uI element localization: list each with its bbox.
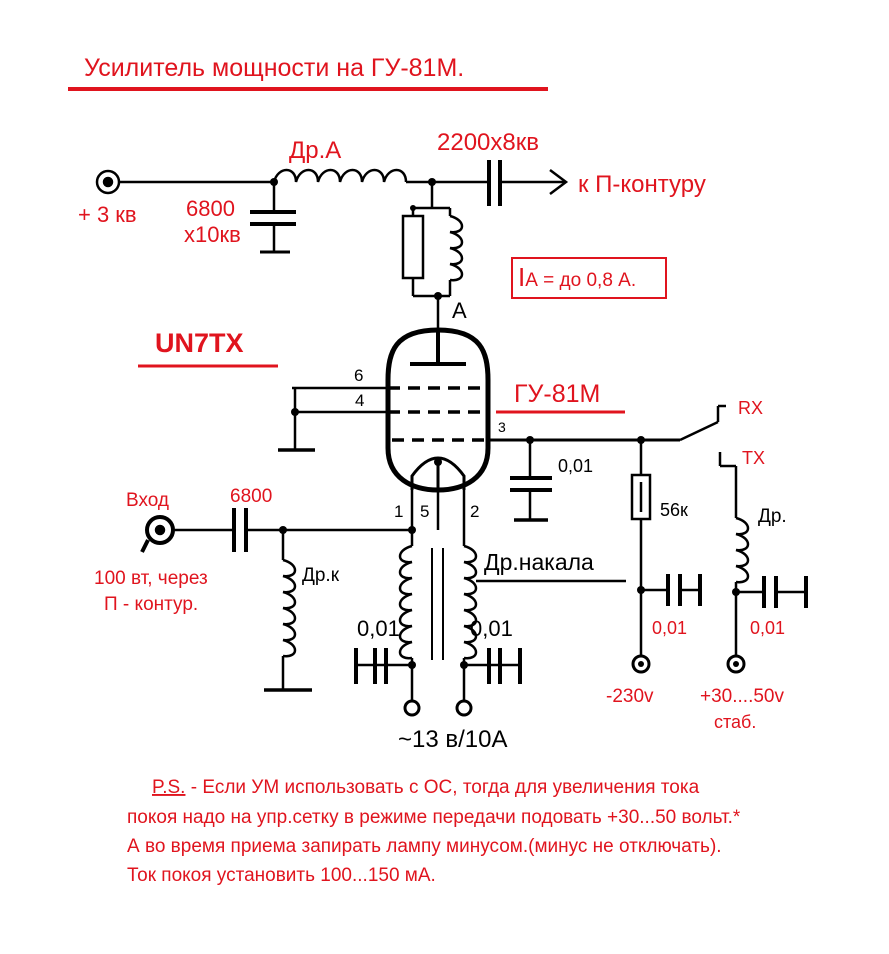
output-label: к П-контуру xyxy=(578,171,706,198)
callsign-label: UN7TX xyxy=(155,328,244,358)
junction-dot xyxy=(408,661,416,669)
grid-cap-label: 0,01 xyxy=(558,456,593,476)
junction-dot xyxy=(291,408,299,416)
tube-name-label: ГУ-81М xyxy=(514,380,600,408)
parasitic-coil xyxy=(449,214,464,282)
grid-choke-label: Др. xyxy=(758,506,787,527)
junction-dot xyxy=(526,436,534,444)
tube-gu81m xyxy=(278,327,680,530)
anode-choke-coil xyxy=(272,168,408,183)
cathode-choke-label: Др.к xyxy=(302,565,340,586)
neg-cap-label: 0,01 xyxy=(652,618,687,638)
input-cap-label: 6800 xyxy=(230,486,272,507)
input-note-line2: П - контур. xyxy=(104,594,198,615)
filament-circuit xyxy=(354,530,522,717)
ps-line4: Ток покоя установить 100...150 мА. xyxy=(127,865,436,886)
pos-supply-note: стаб. xyxy=(714,712,756,732)
anode-circuit xyxy=(95,160,569,330)
pin-4-label: 4 xyxy=(355,391,364,410)
filament-supply-label: ~13 в/10А xyxy=(398,726,508,753)
anode-current-box xyxy=(511,257,667,299)
filament-cap-left-label: 0,01 xyxy=(357,616,400,641)
terminal-dot xyxy=(638,661,644,667)
coupling-cap-label: 2200х8кв xyxy=(437,129,539,156)
bypass-cap-value: 6800 xyxy=(186,196,235,221)
pin-1-label: 1 xyxy=(394,502,403,521)
input-note-line1: 100 вт, через xyxy=(94,568,208,589)
pos-cap-label: 0,01 xyxy=(750,618,785,638)
tx-label: TX xyxy=(742,448,765,468)
junction-dot xyxy=(434,292,442,300)
anode-current-value: А = до 0,8 А. xyxy=(525,270,636,291)
grid-resistor-label: 56к xyxy=(660,500,688,520)
ps-line2: покоя надо на упр.сетку в режиме передач… xyxy=(127,807,741,828)
junction-dot xyxy=(460,661,468,669)
ps-dash: - xyxy=(185,777,202,798)
input-circuit xyxy=(140,508,412,692)
anode-current-prefix: I xyxy=(518,262,525,292)
junction-dot xyxy=(428,178,436,186)
junction-dot xyxy=(410,205,416,211)
junction-dot xyxy=(732,588,740,596)
junction-dot xyxy=(279,526,287,534)
filament-choke-label: Др.накала xyxy=(484,549,594,575)
pin-5-label: 5 xyxy=(420,502,429,521)
junction-dot xyxy=(434,458,442,466)
junction-dot xyxy=(637,436,645,444)
anode-choke-label: Др.А xyxy=(289,137,341,164)
pin-3-label: 3 xyxy=(498,419,506,435)
pos-supply-label: +30....50v xyxy=(700,686,784,707)
rx-label: RX xyxy=(738,398,763,418)
filament-cap-right-label: 0,01 xyxy=(470,616,513,641)
anode-supply-label: + 3 кв xyxy=(78,202,137,227)
anode-current-label: IА = до 0,8 А. xyxy=(518,262,636,292)
input-label: Вход xyxy=(126,490,169,511)
neg-supply-label: -230v xyxy=(606,686,654,707)
anode-pin-label: А xyxy=(452,298,467,323)
grid-bias-circuit xyxy=(510,404,808,674)
ps-line3: А во время приема запирать лампу минусом… xyxy=(127,836,722,857)
page-title: Усилитель мощности на ГУ-81М. xyxy=(84,54,464,82)
junction-dot xyxy=(270,178,278,186)
pin-2-label: 2 xyxy=(470,502,479,521)
cathode-choke-coil xyxy=(282,558,297,658)
ps-line1-text: Если УМ использовать с ОС, тогда для уве… xyxy=(202,777,699,798)
pin-6-label: 6 xyxy=(354,366,363,385)
terminal-dot xyxy=(733,661,739,667)
ps-line1: P.S. - Если УМ использовать с ОС, тогда … xyxy=(152,777,700,798)
junction-dot xyxy=(637,586,645,594)
bypass-cap-voltage: х10кв xyxy=(184,222,241,247)
ps-label: P.S. xyxy=(152,777,185,798)
